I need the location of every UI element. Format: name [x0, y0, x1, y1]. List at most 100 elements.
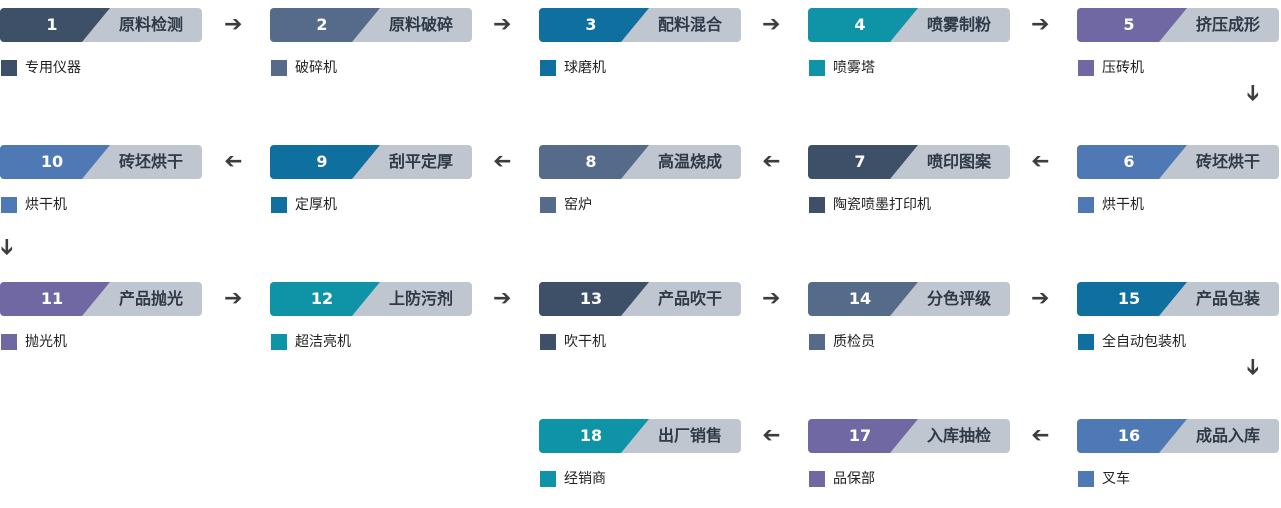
step-header: 8 高温烧成 [539, 145, 741, 179]
equipment-color-swatch [809, 334, 825, 350]
equipment-color-swatch [809, 471, 825, 487]
step-title: 刮平定厚 [388, 152, 453, 171]
step-number: 14 [848, 289, 872, 308]
step-title: 喷雾制粉 [926, 15, 991, 34]
arrow-left-icon: ➔ [762, 149, 781, 174]
arrow-left-icon: ➔ [762, 423, 781, 448]
equipment-color-swatch [1, 60, 17, 76]
step-number: 7 [854, 152, 866, 171]
arrow-right-icon: ➔ [493, 286, 512, 311]
equipment-label: 质检员 [833, 334, 875, 350]
step-number-badge: 11 [0, 282, 110, 316]
step-header: 6 砖坯烘干 [1077, 145, 1279, 179]
step-title: 原料破碎 [388, 15, 453, 34]
process-step-4: 4 喷雾制粉喷雾塔 [808, 8, 1010, 78]
step-title: 成品入库 [1195, 426, 1260, 445]
step-number: 13 [579, 289, 603, 308]
step-number: 18 [579, 426, 603, 445]
arrow-right-icon: ➔ [1031, 12, 1050, 37]
step-number: 8 [585, 152, 597, 171]
equipment-color-swatch [1, 334, 17, 350]
equipment-label: 压砖机 [1102, 60, 1144, 76]
step-header: 15 产品包装 [1077, 282, 1279, 316]
equipment-label: 叉车 [1102, 471, 1130, 487]
step-header: 12 上防污剂 [270, 282, 472, 316]
equipment-label: 全自动包装机 [1102, 334, 1186, 350]
process-step-6: 6 砖坯烘干烘干机 [1077, 145, 1279, 215]
equipment-color-swatch [1078, 334, 1094, 350]
arrow-down-icon: ➔ [0, 238, 19, 256]
arrow-down-icon: ➔ [1240, 357, 1266, 377]
step-title: 喷印图案 [926, 152, 991, 171]
arrow-left-icon: ➔ [1031, 149, 1050, 174]
equipment-label: 球磨机 [564, 60, 606, 76]
arrow-right-icon: ➔ [224, 12, 243, 37]
step-number: 4 [854, 15, 866, 34]
step-number: 15 [1117, 289, 1141, 308]
equipment-color-swatch [271, 60, 287, 76]
step-title: 产品抛光 [118, 289, 183, 308]
step-title: 砖坯烘干 [1195, 152, 1260, 171]
arrow-left-icon: ➔ [224, 149, 243, 174]
step-title: 分色评级 [926, 289, 991, 308]
equipment-label: 超洁亮机 [295, 334, 351, 350]
step-title: 上防污剂 [388, 289, 453, 308]
equipment-color-swatch [271, 197, 287, 213]
step-title: 产品吹干 [657, 289, 722, 308]
equipment-label: 专用仪器 [25, 60, 81, 76]
step-title: 砖坯烘干 [118, 152, 183, 171]
step-number: 11 [40, 289, 64, 308]
equipment-label: 烘干机 [1102, 197, 1144, 213]
step-number: 10 [40, 152, 64, 171]
equipment-color-swatch [271, 334, 287, 350]
equipment-color-swatch [809, 197, 825, 213]
arrow-down-icon: ➔ [1240, 83, 1266, 103]
step-number: 12 [310, 289, 334, 308]
step-header: 11 产品抛光 [0, 282, 202, 316]
step-number: 3 [585, 15, 597, 34]
equipment-label: 吹干机 [564, 334, 606, 350]
step-title: 高温烧成 [657, 152, 722, 171]
step-header: 10 砖坯烘干 [0, 145, 202, 179]
arrow-right-icon: ➔ [762, 286, 781, 311]
step-header: 4 喷雾制粉 [808, 8, 1010, 42]
arrow-left-icon: ➔ [493, 149, 512, 174]
process-step-13: 13 产品吹干吹干机 [539, 282, 741, 352]
step-number: 1 [46, 15, 58, 34]
step-header: 13 产品吹干 [539, 282, 741, 316]
equipment-label: 破碎机 [295, 60, 337, 76]
arrow-left-icon: ➔ [1031, 423, 1050, 448]
process-step-15: 15 产品包装全自动包装机 [1077, 282, 1279, 352]
equipment-color-swatch [1, 197, 17, 213]
arrow-right-icon: ➔ [1031, 286, 1050, 311]
equipment-color-swatch [540, 334, 556, 350]
step-number: 5 [1123, 15, 1135, 34]
equipment-color-swatch [1078, 60, 1094, 76]
step-title: 产品包装 [1195, 289, 1260, 308]
equipment-color-swatch [540, 60, 556, 76]
equipment-label: 品保部 [833, 471, 875, 487]
step-header: 7 喷印图案 [808, 145, 1010, 179]
equipment-label: 经销商 [564, 471, 606, 487]
step-number: 6 [1123, 152, 1135, 171]
equipment-label: 喷雾塔 [833, 60, 875, 76]
equipment-color-swatch [540, 197, 556, 213]
arrow-right-icon: ➔ [493, 12, 512, 37]
